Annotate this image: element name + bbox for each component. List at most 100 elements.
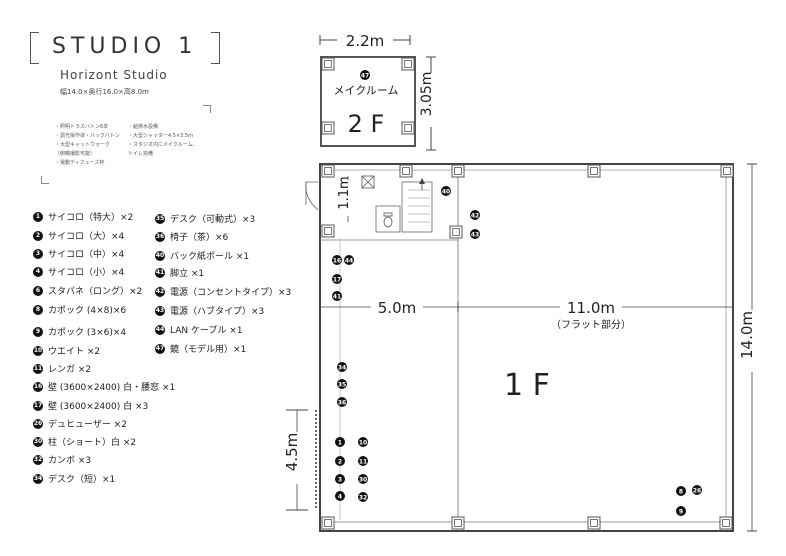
marker: 11 <box>358 456 368 466</box>
marker: 16 <box>332 255 342 265</box>
studio-title: STUDIO 1 <box>52 34 198 59</box>
entrance-door <box>305 181 319 211</box>
legend-label: デュヒューザー ×2 <box>48 420 127 430</box>
marker-label: 10 <box>359 440 367 447</box>
marker-label: 16 <box>333 258 341 265</box>
storage-cross <box>361 175 375 189</box>
marker-label: 34 <box>338 365 346 372</box>
floor-2f-label: 2 F <box>348 110 385 138</box>
pillar <box>587 516 601 530</box>
dim-shutter: 4.5m <box>283 409 317 511</box>
marker: 44 <box>344 255 354 265</box>
pillars-1f <box>321 164 734 530</box>
dim-1f-small-label: 1.1m <box>337 176 352 209</box>
pillar <box>451 516 465 530</box>
legend-label: デスク（短）×1 <box>48 475 116 485</box>
spec-corner-top <box>203 105 211 113</box>
dimension-label-bg <box>288 432 306 484</box>
floor-outline <box>319 163 734 532</box>
marker-label: 26 <box>693 488 701 495</box>
legend-label: ウエイト ×2 <box>48 347 101 357</box>
dim-width-1f: 5.0m 11.0m （フラット部分） <box>319 297 734 331</box>
legend-number: 2 <box>33 230 43 241</box>
make-room-2f <box>320 56 416 147</box>
make-room-label: メイクルーム <box>333 84 398 97</box>
legend-label: 電源（ハブタイプ）×3 <box>170 307 265 317</box>
legend-number: 3 <box>33 248 43 259</box>
legend-label: デスク（可動式）×3 <box>170 215 256 225</box>
legend-label: カポック (3×6)×4 <box>48 328 127 338</box>
dimension-label-bg <box>560 297 622 315</box>
dim-2f-depth-label: 3.05m <box>419 72 435 117</box>
legend-label: サイコロ（小）×4 <box>48 268 125 278</box>
legend-number: 10 <box>33 345 43 356</box>
spec-list-left: ・照明トラスバトン6本 ・調光操作卓・バックバトン ・大型キャットウォーク （俯… <box>55 123 120 168</box>
marker-label: 17 <box>333 277 341 284</box>
legend-number: 41 <box>155 267 165 278</box>
marker: 8 <box>676 486 686 496</box>
marker: 2 <box>335 456 345 466</box>
toilet-icon <box>383 216 393 228</box>
legend-item: 10 ウエイト ×2 <box>33 344 100 357</box>
pillar <box>587 164 601 178</box>
studio-title-block: STUDIO 1 <box>30 32 220 64</box>
pillar <box>720 164 734 178</box>
marker: 32 <box>358 492 368 502</box>
legend-number: 9 <box>33 326 43 337</box>
legend-item: 43 電源（ハブタイプ）×3 <box>155 304 264 317</box>
marker-label: 30 <box>359 477 367 484</box>
dimension-label-bg <box>371 297 423 315</box>
legend-label: カポック (4×8)×6 <box>48 306 127 316</box>
dimension-label-bg <box>742 310 762 372</box>
legend-number: 16 <box>33 381 43 392</box>
legend-label: 椅子（茶）×6 <box>170 233 229 243</box>
spec-item: ・大型シャッター4.5×3.5m <box>128 133 193 139</box>
marker-label: 42 <box>471 213 479 220</box>
marker: 40 <box>441 186 451 196</box>
pillar <box>321 121 335 135</box>
marker-label: 3 <box>338 477 342 484</box>
dimension-label-bg <box>337 31 393 49</box>
legend-number: 42 <box>155 286 165 297</box>
legend-number: 43 <box>155 305 165 316</box>
legend-label: 脚立 ×1 <box>170 269 205 279</box>
pillar <box>321 57 335 71</box>
dim-2f-width: 2.2m <box>319 31 411 50</box>
marker: 3 <box>335 474 345 484</box>
marker: 43 <box>470 229 480 239</box>
legend-label: LAN ケーブル ×1 <box>170 326 243 336</box>
marker-label: 43 <box>471 232 479 239</box>
legend-item: 42 電源（コンセントタイプ）×3 <box>155 285 291 298</box>
dim-depth-label: 14.0m <box>738 311 756 359</box>
pillar <box>401 57 415 71</box>
dim-right-label: 11.0m <box>567 299 615 317</box>
spec-corner-bottom <box>41 176 49 184</box>
legend-item: 9 カポック (3×6)×4 <box>33 325 126 338</box>
legend-label: 電源（コンセントタイプ）×3 <box>170 288 292 298</box>
pillar <box>719 516 733 530</box>
main-floor-1f <box>319 163 734 532</box>
marker-label: 44 <box>345 258 353 265</box>
dim-shutter-label: 4.5m <box>283 433 301 471</box>
storage-outline <box>361 175 375 189</box>
marker: 26 <box>692 485 702 495</box>
dimension-label-bg <box>341 180 355 216</box>
legend-label: カンボ ×3 <box>48 456 92 466</box>
pillar <box>399 164 413 178</box>
marker-label: 47 <box>361 73 369 80</box>
legend-label: 柱（ショート）白 ×2 <box>48 438 137 448</box>
marker-label: 40 <box>442 189 450 196</box>
toilet-room <box>375 205 401 233</box>
floor-1f-label: 1 F <box>504 368 550 403</box>
legend-number: 1 <box>33 211 43 222</box>
studio-subtitle: Horizont Studio <box>60 68 168 82</box>
spec-item: ・照明トラスバトン6本 <box>55 124 109 130</box>
legend-number: 6 <box>33 285 43 296</box>
